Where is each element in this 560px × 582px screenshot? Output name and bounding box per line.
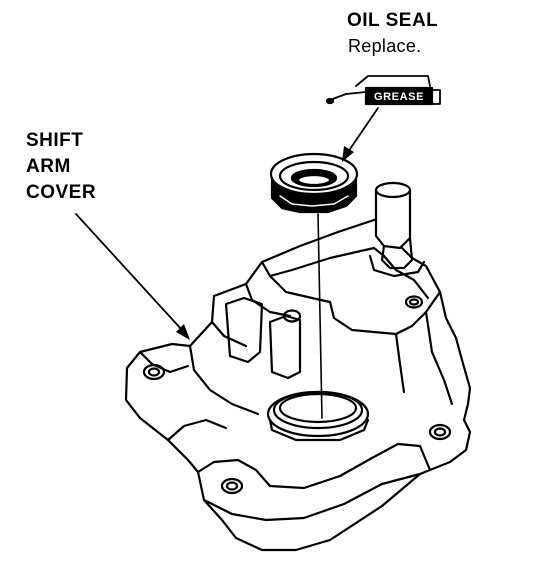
seal-bore xyxy=(266,390,370,442)
cover-housing xyxy=(124,216,472,552)
oil-seal-part xyxy=(269,152,359,214)
grease-icon xyxy=(325,75,441,106)
shift-shaft xyxy=(368,181,426,278)
grease-tag-label: GREASE xyxy=(374,91,424,103)
shift-arm-cover-label-line-1: SHIFT xyxy=(26,130,84,151)
oil-seal-label: OIL SEAL xyxy=(347,10,439,31)
assembly-line xyxy=(317,213,323,419)
oil-seal-instruction: Replace. xyxy=(348,36,422,56)
shift-arm-cover-label-line-3: COVER xyxy=(26,182,97,203)
oil-seal-arrow xyxy=(342,107,379,162)
shift-arm-cover-arrow xyxy=(75,213,190,340)
shift-arm-cover-label-line-2: ARM xyxy=(26,156,71,177)
mounting-holes xyxy=(142,295,452,495)
